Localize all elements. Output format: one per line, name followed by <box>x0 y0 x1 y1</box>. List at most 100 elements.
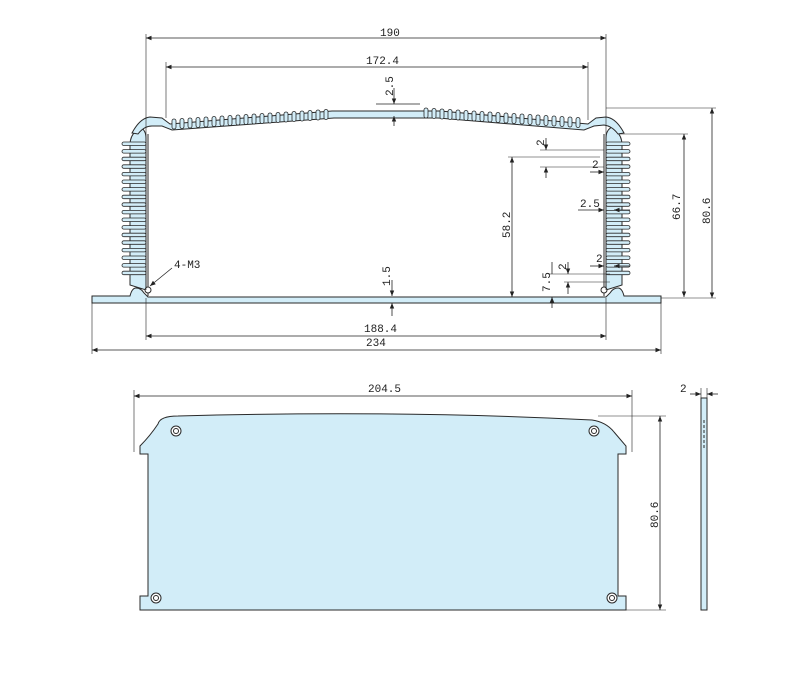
top-fin <box>551 115 557 127</box>
side-fin-right <box>605 247 631 253</box>
side-fin-right <box>605 171 631 177</box>
end-cap-hole-bottom-right-inner <box>609 595 615 601</box>
dim-wall-thickness: 2.5 <box>580 199 600 211</box>
top-fin <box>251 113 257 125</box>
side-fin-right <box>605 194 631 200</box>
top-fin <box>575 117 581 128</box>
top-fin <box>439 108 445 120</box>
side-fin-left <box>121 179 147 184</box>
side-fin-left <box>121 263 147 268</box>
top-fin <box>535 114 541 126</box>
top-fin <box>267 112 273 124</box>
top-fins <box>171 107 581 130</box>
top-fin <box>243 114 249 125</box>
side-fin-left <box>121 225 147 230</box>
side-fin-right <box>605 202 631 207</box>
top-fin <box>291 111 297 122</box>
side-fin-left <box>121 171 147 177</box>
side-fin-left <box>121 232 147 238</box>
top-fin <box>219 115 225 127</box>
callout-m3-holes: 4-M3 <box>174 260 200 272</box>
top-fin <box>171 118 177 130</box>
side-view: 2 <box>680 384 718 611</box>
dim-inner-height: 58.2 <box>502 212 514 238</box>
top-fin <box>195 117 201 128</box>
screw-boss-left <box>144 286 152 294</box>
top-fin <box>447 109 453 120</box>
dim-inner-base-width: 188.4 <box>364 324 397 336</box>
top-fin <box>495 112 501 123</box>
side-fin-right <box>605 179 631 184</box>
top-fin <box>203 116 209 128</box>
profile-top-plate <box>131 110 625 135</box>
side-fin-left <box>121 141 147 146</box>
side-fin-left <box>121 270 147 276</box>
top-fin <box>519 113 525 125</box>
dim-fin-gap: 2 <box>536 139 548 146</box>
dim-end-cap-height: 80.6 <box>650 502 662 528</box>
side-fin-right <box>605 209 631 215</box>
dim-base-thickness: 1.5 <box>382 266 394 286</box>
side-fin-left <box>121 255 147 260</box>
top-fin <box>511 113 517 124</box>
top-fin <box>543 115 549 126</box>
side-fin-right <box>605 232 631 238</box>
dim-overall-inner-width: 190 <box>380 28 400 40</box>
side-fin-left <box>121 217 147 222</box>
dim-overall-width: 234 <box>366 338 386 350</box>
top-fin <box>559 116 565 127</box>
dim-rail-height: 7.5 <box>542 272 554 292</box>
dim-end-cap-thickness: 2 <box>680 384 687 396</box>
end-cap-plate <box>139 413 627 611</box>
side-fin-right <box>605 156 631 162</box>
side-fin-right <box>605 187 631 192</box>
side-fin-right <box>605 164 631 169</box>
side-fin-left <box>121 240 147 245</box>
dim-foot-tab: 2 <box>596 254 603 266</box>
top-fin <box>187 117 193 129</box>
top-fin <box>179 118 185 129</box>
profile-view: 190 172.4 2.5 2 2 2.5 58.2 66.7 80.6 2 2… <box>91 28 716 354</box>
end-cap-hole-top-left-inner <box>173 428 179 434</box>
top-fin <box>527 114 533 125</box>
side-fin-right <box>605 141 631 146</box>
top-fin <box>275 112 281 123</box>
top-fin <box>567 116 573 128</box>
top-fin <box>503 112 509 124</box>
side-fin-right <box>605 263 631 268</box>
top-fin <box>463 110 469 121</box>
side-fins <box>121 141 631 276</box>
profile-body <box>91 126 662 304</box>
top-fin <box>211 116 217 127</box>
side-view-plate <box>700 397 708 611</box>
dim-fin-thickness: 2 <box>592 160 599 172</box>
side-fin-right <box>605 217 631 222</box>
dim-fin-height: 66.7 <box>672 194 684 220</box>
side-fin-left <box>121 164 147 169</box>
side-fin-left <box>121 202 147 207</box>
side-fin-left <box>121 194 147 200</box>
screw-boss-right <box>600 286 608 294</box>
side-fin-right <box>605 240 631 245</box>
side-fin-left <box>121 247 147 253</box>
side-fin-right <box>605 225 631 230</box>
side-fin-right <box>605 255 631 260</box>
top-fin <box>315 109 321 121</box>
top-fin <box>479 111 485 122</box>
side-fin-right <box>605 149 631 154</box>
top-fin <box>471 110 477 122</box>
dim-overall-height: 80.6 <box>702 198 714 224</box>
top-fin <box>431 108 437 119</box>
dim-foot-offset: 2 <box>558 263 570 270</box>
top-fin <box>487 111 493 123</box>
dim-top-thickness: 2.5 <box>385 76 397 96</box>
end-cap-hole-bottom-left-inner <box>153 595 159 601</box>
dim-top-span: 172.4 <box>366 56 399 68</box>
dim-end-cap-width: 204.5 <box>368 384 401 396</box>
side-fin-left <box>121 187 147 192</box>
top-fin <box>235 114 241 126</box>
top-fin <box>259 113 265 124</box>
end-cap-view: 204.5 80.6 <box>133 384 666 611</box>
top-fin <box>299 110 305 122</box>
top-fin <box>323 109 329 120</box>
